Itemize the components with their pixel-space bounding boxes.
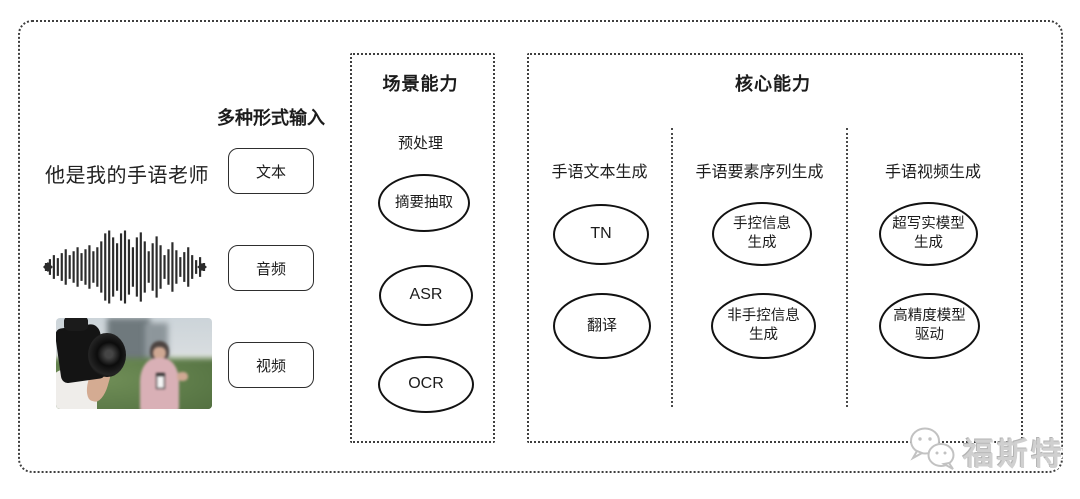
thumb-camera-lens bbox=[88, 332, 127, 377]
audio-waveform-icon bbox=[43, 230, 207, 304]
video-input-label: 视频 bbox=[255, 357, 286, 375]
watermark-text: 福斯特 bbox=[963, 437, 1065, 472]
thumb-camera bbox=[56, 318, 127, 388]
scene-panel-subtitle: 预处理 bbox=[397, 135, 443, 152]
video-input-box: 视频 bbox=[228, 342, 314, 388]
thumb-reporter bbox=[139, 340, 188, 409]
audio-input-label: 音频 bbox=[255, 260, 286, 278]
thumb-microphone bbox=[155, 373, 166, 390]
thumb-reporter-hand bbox=[177, 371, 188, 382]
core-column-header-element-sequence-generation: 手语要素序列生成 bbox=[695, 164, 824, 181]
input-header-label: 多种形式输入 bbox=[217, 108, 325, 128]
core-column-divider-1 bbox=[671, 128, 673, 407]
core-column-header-text-generation: 手语文本生成 bbox=[551, 164, 648, 181]
thumb-camera-top bbox=[64, 318, 88, 332]
text-input-sample: 他是我的手语老师 bbox=[45, 165, 209, 187]
text-input-label: 文本 bbox=[255, 163, 286, 181]
scene-node-asr: ASR bbox=[379, 265, 473, 326]
thumb-reporter-face bbox=[153, 347, 166, 360]
core-node-manual-info-generation: 手控信息 生成 bbox=[712, 202, 812, 266]
chat-bubbles-icon bbox=[910, 427, 955, 470]
text-input-box: 文本 bbox=[228, 148, 314, 194]
core-node-translation: 翻译 bbox=[553, 293, 651, 359]
video-thumbnail bbox=[56, 318, 212, 409]
scene-capability-panel bbox=[350, 53, 495, 443]
audio-input-box: 音频 bbox=[228, 245, 314, 291]
core-node-hyperrealistic-model-generation: 超写实模型 生成 bbox=[879, 202, 978, 266]
scene-node-summary-extraction: 摘要抽取 bbox=[378, 174, 470, 232]
core-column-divider-2 bbox=[846, 128, 848, 407]
core-column-header-video-generation: 手语视频生成 bbox=[884, 164, 981, 181]
scene-node-ocr: OCR bbox=[378, 356, 474, 413]
core-node-non-manual-info-generation: 非手控信息 生成 bbox=[711, 293, 816, 359]
outer-dashed-border bbox=[18, 20, 1063, 473]
core-node-tn: TN bbox=[553, 204, 649, 265]
core-node-high-precision-model-drive: 高精度模型 驱动 bbox=[879, 293, 980, 359]
core-capability-panel bbox=[527, 53, 1023, 443]
core-panel-title: 核心能力 bbox=[735, 74, 811, 94]
scene-panel-title: 场景能力 bbox=[382, 74, 459, 94]
